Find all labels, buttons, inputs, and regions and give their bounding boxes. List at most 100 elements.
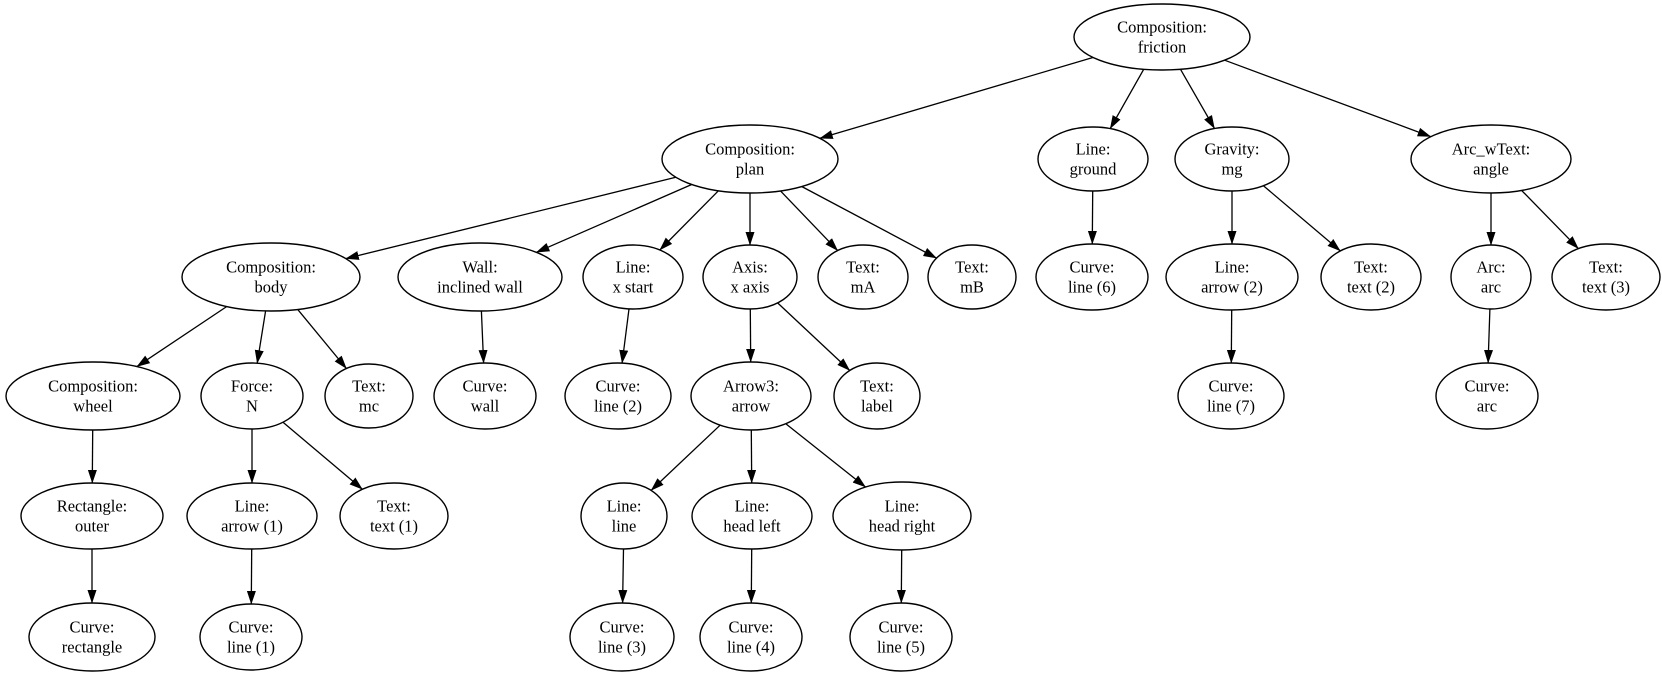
node-label-line5-line1: Curve: (879, 618, 924, 637)
node-line5: Curve:line (5) (849, 602, 953, 672)
edge-arrow3-line (650, 424, 721, 491)
node-mA: Text:mA (817, 244, 909, 310)
node-label-head-left-line2: head left (723, 517, 781, 536)
edge-friction-mg (1179, 68, 1216, 129)
node-ellipse-line5 (849, 602, 953, 672)
node-ellipse-head-right (832, 481, 972, 551)
node-label-angle-line1: Arc_wText: (1452, 140, 1531, 159)
node-label-mc-line1: Text: (352, 377, 386, 396)
node-label-line6-line1: Curve: (1070, 258, 1115, 277)
node-head-left: Line:head left (691, 482, 813, 550)
node-label-friction-line1: Composition: (1117, 18, 1207, 37)
node-line6: Curve:line (6) (1035, 243, 1149, 311)
node-ellipse-text1 (339, 482, 449, 550)
edge-arrow3-head-right (785, 423, 867, 488)
node-label-x-axis-line1: Axis: (732, 258, 768, 277)
node-label-head-right-line1: Line: (885, 497, 920, 516)
node-ellipse-arrow2 (1165, 243, 1299, 311)
node-ground: Line:ground (1037, 126, 1149, 192)
node-ellipse-N (200, 362, 304, 430)
edge-body-mc (297, 308, 347, 369)
node-text1: Text:text (1) (339, 482, 449, 550)
node-body: Composition:body (181, 242, 361, 312)
node-ellipse-x-start (582, 244, 684, 310)
node-x-start: Line:x start (582, 244, 684, 310)
edge-angle-text3 (1521, 189, 1579, 250)
edge-plan-x-start (659, 190, 719, 251)
node-label-text2-line2: text (2) (1347, 278, 1395, 297)
node-line2: Curve:line (2) (564, 362, 672, 430)
node-ellipse-mc (324, 363, 414, 429)
node-label-line2-line1: Curve: (596, 377, 641, 396)
edge-plan-mA (780, 190, 839, 252)
node-label-inclined-wall-line1: Wall: (462, 258, 497, 277)
node-mg: Gravity:mg (1174, 126, 1290, 192)
node-ellipse-text3 (1551, 243, 1661, 311)
node-line1: Curve:line (1) (199, 603, 303, 671)
node-label-head-left-line1: Line: (735, 497, 770, 516)
node-line: Line:line (580, 482, 668, 550)
node-label-x-axis-line2: x axis (731, 278, 770, 297)
node-label-label-line1: Text: (860, 377, 894, 396)
edge-plan-body (345, 176, 676, 260)
node-label-body-line2: body (255, 278, 289, 297)
node-mc: Text:mc (324, 363, 414, 429)
node-arrow3: Arrow3:arrow (690, 361, 812, 431)
node-ellipse-ground (1037, 126, 1149, 192)
node-ellipse-arrow1 (186, 482, 318, 550)
node-line3: Curve:line (3) (569, 602, 675, 672)
node-arc: Arc:arc (1450, 244, 1532, 310)
node-label-arrow1-line2: arrow (1) (221, 517, 283, 536)
node-ellipse-line7 (1177, 362, 1285, 430)
node-label-text3-line2: text (3) (1582, 278, 1630, 297)
node-label-angle-line2: angle (1473, 160, 1509, 179)
node-ellipse-outer (20, 482, 164, 550)
node-label-outer-line1: Rectangle: (57, 497, 128, 516)
node-ellipse-label (833, 362, 921, 430)
node-label-arrow1-line1: Line: (235, 497, 270, 516)
node-label-mg-line1: Gravity: (1205, 140, 1260, 159)
node-label-mB-line2: mB (960, 278, 984, 297)
node-label-wheel-line2: wheel (73, 397, 113, 416)
node-label-arc-curve-line1: Curve: (1465, 377, 1510, 396)
node-label-x-start-line2: x start (613, 278, 654, 297)
node-ellipse-line6 (1035, 243, 1149, 311)
node-label-text3-line1: Text: (1589, 258, 1623, 277)
edge-plan-mB (801, 185, 937, 259)
edge-body-wheel (136, 305, 228, 368)
node-ellipse-arrow3 (690, 361, 812, 431)
node-label-wheel-line1: Composition: (48, 377, 138, 396)
node-label-N-line1: Force: (231, 377, 273, 396)
node-label-label-line2: label (861, 397, 893, 416)
node-N: Force:N (200, 362, 304, 430)
node-label-line7-line2: line (7) (1207, 397, 1255, 416)
node-friction: Composition:friction (1073, 3, 1251, 71)
node-label-rectangle-line1: Curve: (70, 618, 115, 637)
node-label-line3-line2: line (3) (598, 638, 646, 657)
node-ellipse-line3 (569, 602, 675, 672)
node-label-mc-line2: mc (359, 397, 379, 416)
node-label-ground-line2: ground (1070, 160, 1117, 179)
node-label-mA-line1: Text: (846, 258, 880, 277)
edge-inclined-wall-wall (478, 310, 488, 364)
node-label: Text:label (833, 362, 921, 430)
node-wall: Curve:wall (433, 362, 537, 430)
edge-body-N (254, 310, 267, 364)
node-label-arrow2-line2: arrow (2) (1201, 278, 1263, 297)
node-x-axis: Axis:x axis (702, 244, 798, 310)
edge-mg-text2 (1262, 185, 1341, 252)
node-ellipse-angle (1410, 124, 1572, 194)
node-label-ground-line1: Line: (1076, 140, 1111, 159)
node-ellipse-line (580, 482, 668, 550)
node-label-line4-line1: Curve: (729, 618, 774, 637)
node-arrow1: Line:arrow (1) (186, 482, 318, 550)
node-label-arc-line2: arc (1481, 278, 1501, 297)
node-ellipse-mB (927, 244, 1017, 310)
node-ellipse-mg (1174, 126, 1290, 192)
node-label-inclined-wall-line2: inclined wall (437, 278, 523, 297)
node-label-text1-line1: Text: (377, 497, 411, 516)
edge-friction-plan (819, 56, 1094, 139)
node-line4: Curve:line (4) (699, 602, 803, 672)
